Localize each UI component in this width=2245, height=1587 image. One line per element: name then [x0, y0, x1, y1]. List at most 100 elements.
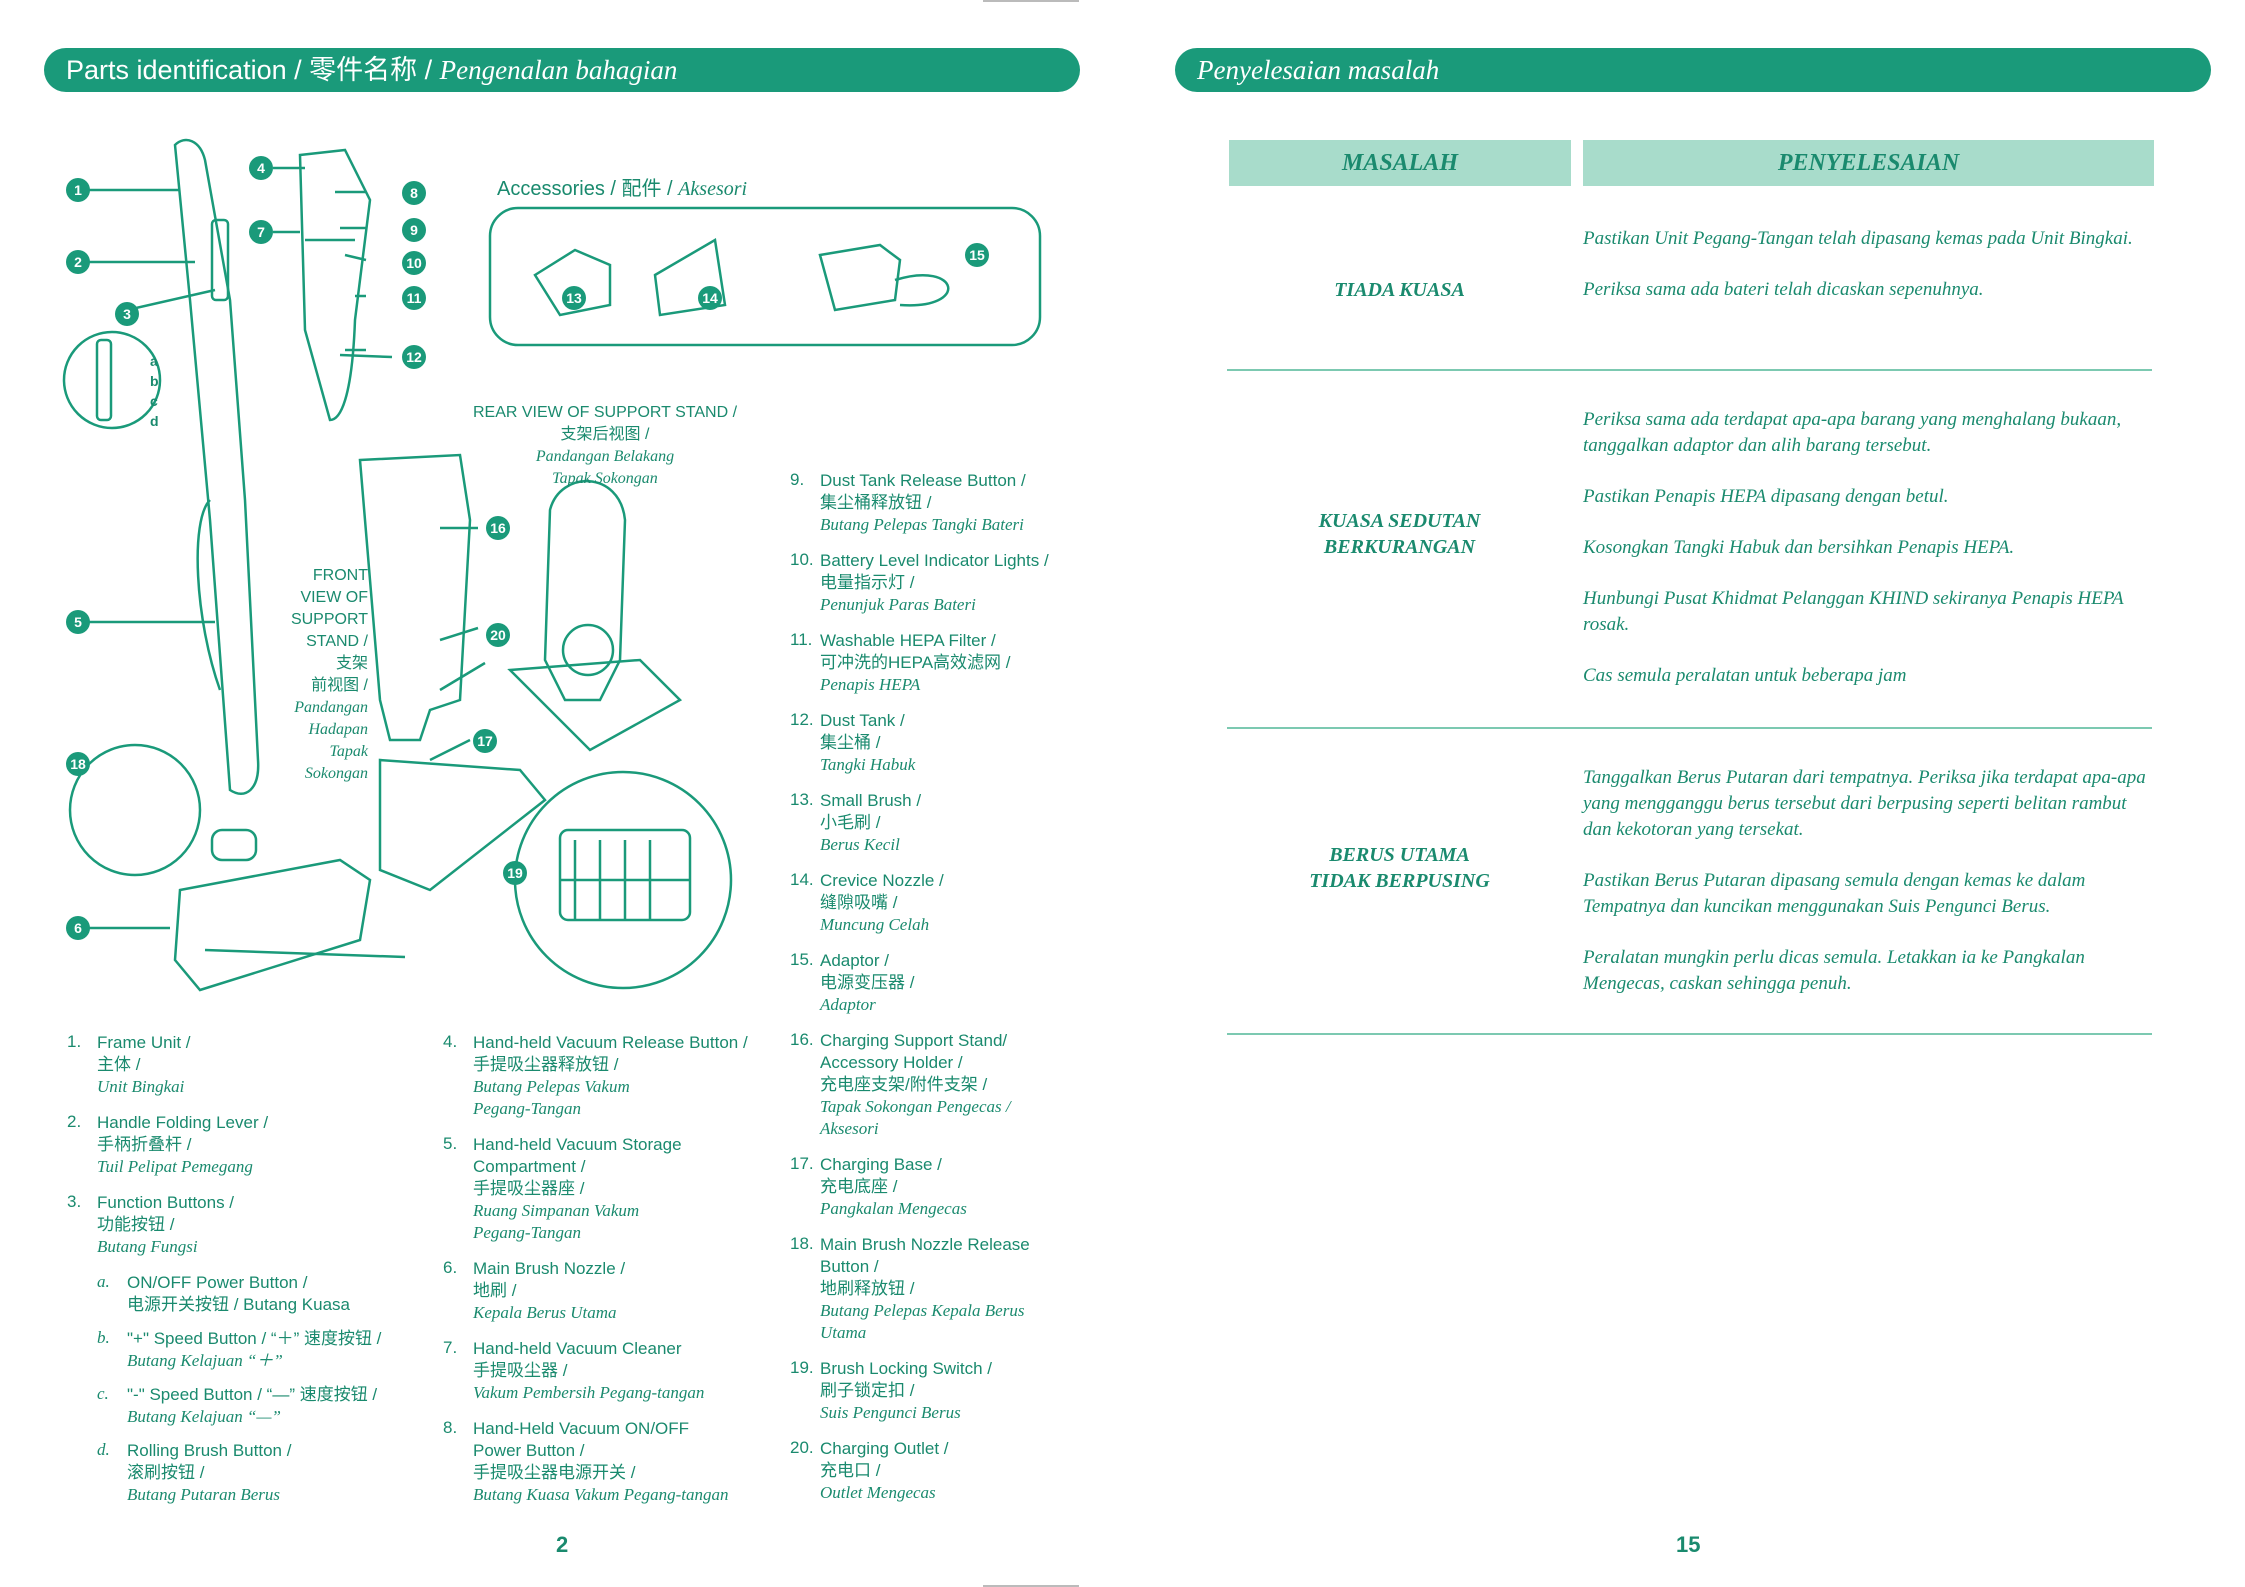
- solution-1-2: Periksa sama ada bateri telah dicaskan s…: [1583, 279, 1984, 300]
- solution-3-1: Tanggalkan Berus Putaran dari tempatnya.…: [1583, 767, 2146, 840]
- solution-3-3: Peralatan mungkin perlu dicas semula. Le…: [1583, 947, 2085, 994]
- header-problem: MASALAH: [1229, 140, 1571, 186]
- part-item-20: 20. Charging Outlet / 充电口 / Outlet Menge…: [790, 1438, 949, 1502]
- front-view-zh2: 前视图 /: [311, 677, 368, 694]
- switch-letter-a: a: [150, 353, 158, 369]
- solution-2-3: Kosongkan Tangki Habuk dan bersihkan Pen…: [1583, 537, 2015, 558]
- frame-unit-outline: [173, 138, 260, 795]
- badge-label-4: 4: [257, 160, 265, 176]
- front-view-l4: STAND /: [306, 633, 368, 650]
- page-number-left: 2: [556, 1532, 569, 1557]
- front-view-ms1: Pandangan: [294, 699, 368, 716]
- solution-row-2: Periksa sama ada terdapat apa-apa barang…: [1583, 407, 2153, 714]
- switch-letter-c: c: [150, 393, 158, 409]
- accessories-box: [488, 206, 1042, 347]
- stand-rear: [543, 479, 627, 702]
- vacuum-diagram: 1 2 3 4 5 6 7 8 9 10 11 12 13 14 15 16 1…: [62, 138, 1042, 992]
- badge-label-2: 2: [74, 254, 82, 270]
- badge-label-20: 20: [490, 627, 506, 643]
- badge-label-17: 17: [477, 733, 493, 749]
- part-item-2: 2. Handle Folding Lever / 手柄折叠杆 / Tuil P…: [67, 1112, 269, 1176]
- parts-legend-col3: 9. Dust Tank Release Button / 集尘桶释放钮 / B…: [790, 470, 1110, 1518]
- part-item-1: 1. Frame Unit / 主体 / Unit Bingkai: [67, 1032, 191, 1096]
- release-button-inset: [68, 743, 202, 877]
- front-view-l1: FRONT: [312, 567, 368, 584]
- badge-12: 12: [402, 345, 426, 369]
- part-item-17: 17. Charging Base / 充电底座 / Pangkalan Men…: [790, 1154, 967, 1218]
- badge-label-9: 9: [410, 222, 418, 238]
- stand-rear-filter: [561, 623, 615, 677]
- part-item-5: 5. Hand-held Vacuum Storage Compartment …: [443, 1134, 682, 1242]
- badge-label-8: 8: [410, 185, 418, 201]
- charging-base-rear: [507, 658, 683, 752]
- storage-compartment-line: [196, 499, 222, 691]
- badge-label-10: 10: [406, 255, 422, 271]
- badge-13: 13: [562, 286, 586, 310]
- front-view-ms2: Hadapan: [308, 721, 368, 738]
- parts-legend-col1: 1. Frame Unit / 主体 / Unit Bingkai 2. Han…: [67, 1032, 427, 1518]
- part-item-16: 16. Charging Support Stand/ Accessory Ho…: [790, 1030, 1011, 1138]
- part-item-10: 10. Battery Level Indicator Lights / 电量指…: [790, 550, 1049, 614]
- row-divider-3: [1227, 1033, 2152, 1035]
- part-item-14: 14. Crevice Nozzle / 缝隙吸嘴 / Muncung Cela…: [790, 870, 944, 934]
- badge-11: 11: [402, 286, 426, 310]
- solution-3-2: Pastikan Berus Putaran dipasang semula d…: [1583, 870, 2086, 917]
- front-view-ms4: Sokongan: [304, 765, 368, 782]
- bottom-crop-mark: [983, 1585, 1079, 1587]
- badge-15: 15: [965, 243, 989, 267]
- part-item-12: 12. Dust Tank / 集尘桶 / Tangki Habuk: [790, 710, 916, 774]
- badge-19: 19: [503, 861, 527, 885]
- badge-4: 4: [249, 156, 273, 180]
- badge-label-12: 12: [406, 349, 422, 365]
- badge-3: 3: [115, 302, 139, 326]
- accessories-zh: 配件 /: [621, 178, 673, 200]
- solution-row-3: Tanggalkan Berus Putaran dari tempatnya.…: [1583, 765, 2153, 1022]
- solution-2-1: Periksa sama ada terdapat apa-apa barang…: [1583, 409, 2122, 456]
- solution-2-5: Cas semula peralatan untuk beberapa jam: [1583, 665, 1907, 686]
- page-number-right: 15: [1676, 1532, 1701, 1557]
- part-item-6: 6. Main Brush Nozzle / 地刷 / Kepala Berus…: [443, 1258, 626, 1322]
- brush-bristles: [560, 840, 690, 920]
- banner-title: Penyelesaian masalah: [1197, 55, 1440, 85]
- part-item-18: 18. Main Brush Nozzle Release Button / 地…: [790, 1234, 1030, 1342]
- banner-ms: Pengenalan bahagian: [439, 55, 678, 85]
- badge-10: 10: [402, 251, 426, 275]
- solution-1-1: Pastikan Unit Pegang-Tangan telah dipasa…: [1583, 228, 2133, 249]
- brush-neck: [210, 828, 258, 862]
- badge-label-13: 13: [566, 290, 582, 306]
- part-item-8: 8. Hand-Held Vacuum ON/OFF Power Button …: [443, 1418, 729, 1504]
- badge-label-16: 16: [490, 520, 506, 536]
- badge-label-3: 3: [123, 306, 131, 322]
- accessories-label: Accessories / 配件 / Aksesori: [497, 172, 747, 201]
- badge-label-7: 7: [257, 224, 265, 240]
- accessories-ms: Aksesori: [678, 178, 748, 200]
- badge-14: 14: [698, 286, 722, 310]
- badge-16: 16: [486, 516, 510, 540]
- badge-label-14: 14: [702, 290, 718, 306]
- troubleshooting-banner: Penyelesaian masalah: [1175, 48, 2211, 92]
- problem-row-1: TIADA KUASA: [1334, 279, 1465, 301]
- badge-5: 5: [66, 610, 90, 634]
- part-item-15: 15. Adaptor / 电源变压器 / Adaptor: [790, 950, 915, 1014]
- front-view-label: FRONT VIEW OF SUPPORT STAND / 支架 前视图 / P…: [268, 565, 368, 785]
- badge-label-19: 19: [507, 865, 523, 881]
- handle-switches: [210, 218, 230, 302]
- adaptor-cable: [894, 274, 950, 307]
- parts-legend-col2: 4. Hand-held Vacuum Release Button / 手提吸…: [443, 1032, 773, 1520]
- function-sub-d: d. Rolling Brush Button / 滚刷按钮 / Butang …: [97, 1440, 292, 1504]
- front-view-l2: VIEW OF: [300, 589, 368, 606]
- rear-view-zh: 支架后视图 /: [560, 426, 650, 443]
- badge-20: 20: [486, 623, 510, 647]
- badge-1: 1: [66, 178, 90, 202]
- row-divider-2: [1227, 727, 2152, 729]
- badge-8: 8: [402, 181, 426, 205]
- row-divider-1: [1227, 369, 2152, 371]
- charging-base-front: [378, 758, 547, 892]
- front-view-zh1: 支架: [335, 655, 368, 672]
- brush-nozzle-outline: [173, 858, 372, 992]
- badge-label-11: 11: [407, 290, 422, 306]
- header-solution: PENYELESAIAN: [1583, 140, 2154, 186]
- badge-label-6: 6: [74, 920, 82, 936]
- handheld-outline: [298, 148, 372, 422]
- part-item-19: 19. Brush Locking Switch / 刷子锁定扣 / Suis …: [790, 1358, 992, 1422]
